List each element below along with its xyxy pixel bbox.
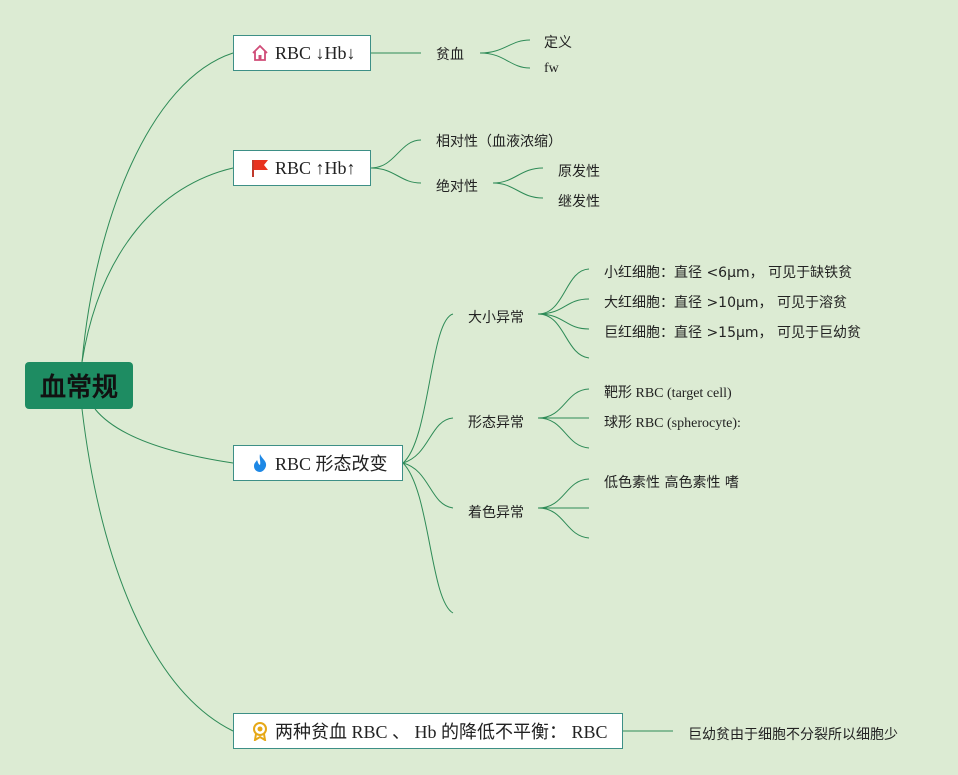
topic-label[interactable]: 定义 <box>544 35 572 51</box>
branch-link <box>537 298 590 315</box>
root-branch-link <box>81 408 234 732</box>
root-branch-link <box>81 52 234 363</box>
topic-label[interactable]: 大小异常 <box>468 310 524 326</box>
branch-link <box>402 313 454 464</box>
branch-label: RBC ↑Hb↑ <box>275 157 356 178</box>
branch-label: 两种贫血 RBC 、 Hb 的降低不平衡： RBC <box>275 722 608 742</box>
topic-label[interactable]: 着色异常 <box>468 505 524 521</box>
flame-icon <box>250 453 270 473</box>
root-node[interactable]: 血常规 <box>25 362 133 409</box>
branch-link <box>537 507 590 539</box>
topic-label[interactable]: 低色素性 高色素性 嗜 <box>604 475 739 491</box>
branch-node-morphology[interactable]: RBC 形态改变 <box>233 445 403 481</box>
house-icon <box>250 43 270 63</box>
topic-label[interactable]: 巨红细胞：直径 >15μm， 可见于巨幼贫 <box>604 325 861 341</box>
topic-label[interactable]: 贫血 <box>436 47 464 63</box>
branch-link <box>537 388 590 419</box>
branch-link <box>537 268 590 315</box>
branch-node-polycythemia[interactable]: RBC ↑Hb↑ <box>233 150 371 186</box>
branch-label: RBC ↓Hb↓ <box>275 42 356 63</box>
topic-label[interactable]: 小红细胞：直径 <6μm， 可见于缺铁贫 <box>604 265 853 281</box>
root-label: 血常规 <box>39 373 118 403</box>
topic-label[interactable]: 形态异常 <box>468 415 524 431</box>
award-icon <box>250 721 270 741</box>
branch-node-imbalance[interactable]: 两种贫血 RBC 、 Hb 的降低不平衡： RBC <box>233 713 623 749</box>
branch-link <box>492 167 544 184</box>
branch-link <box>492 182 544 199</box>
topic-label[interactable]: 球形 RBC (spherocyte): <box>604 416 741 431</box>
root-branch-link <box>81 167 234 363</box>
topic-label[interactable]: 绝对性 <box>436 179 478 195</box>
flag-icon <box>250 158 270 178</box>
branch-link <box>402 462 454 509</box>
topic-label[interactable]: 原发性 <box>558 164 600 180</box>
branch-link <box>402 417 454 464</box>
branch-link <box>537 478 590 509</box>
branch-link <box>537 313 590 359</box>
branch-link <box>370 139 422 169</box>
branch-label: RBC 形态改变 <box>275 454 388 474</box>
topic-label[interactable]: 相对性（血液浓缩） <box>436 134 562 150</box>
topic-label[interactable]: fw <box>544 61 559 76</box>
branch-link <box>479 39 531 54</box>
branch-link <box>537 417 590 449</box>
topic-label[interactable]: 大红细胞：直径 >10μm， 可见于溶贫 <box>604 295 847 311</box>
branch-link <box>537 313 590 330</box>
topic-label[interactable]: 继发性 <box>558 194 600 210</box>
topic-label[interactable]: 靶形 RBC (target cell) <box>604 386 732 401</box>
branch-link <box>370 167 422 184</box>
branch-link <box>479 52 531 69</box>
branch-node-anemia[interactable]: RBC ↓Hb↓ <box>233 35 371 71</box>
branch-link <box>402 462 454 614</box>
root-branch-link <box>94 408 234 464</box>
topic-label[interactable]: 巨幼贫由于细胞不分裂所以细胞少 <box>688 727 898 743</box>
